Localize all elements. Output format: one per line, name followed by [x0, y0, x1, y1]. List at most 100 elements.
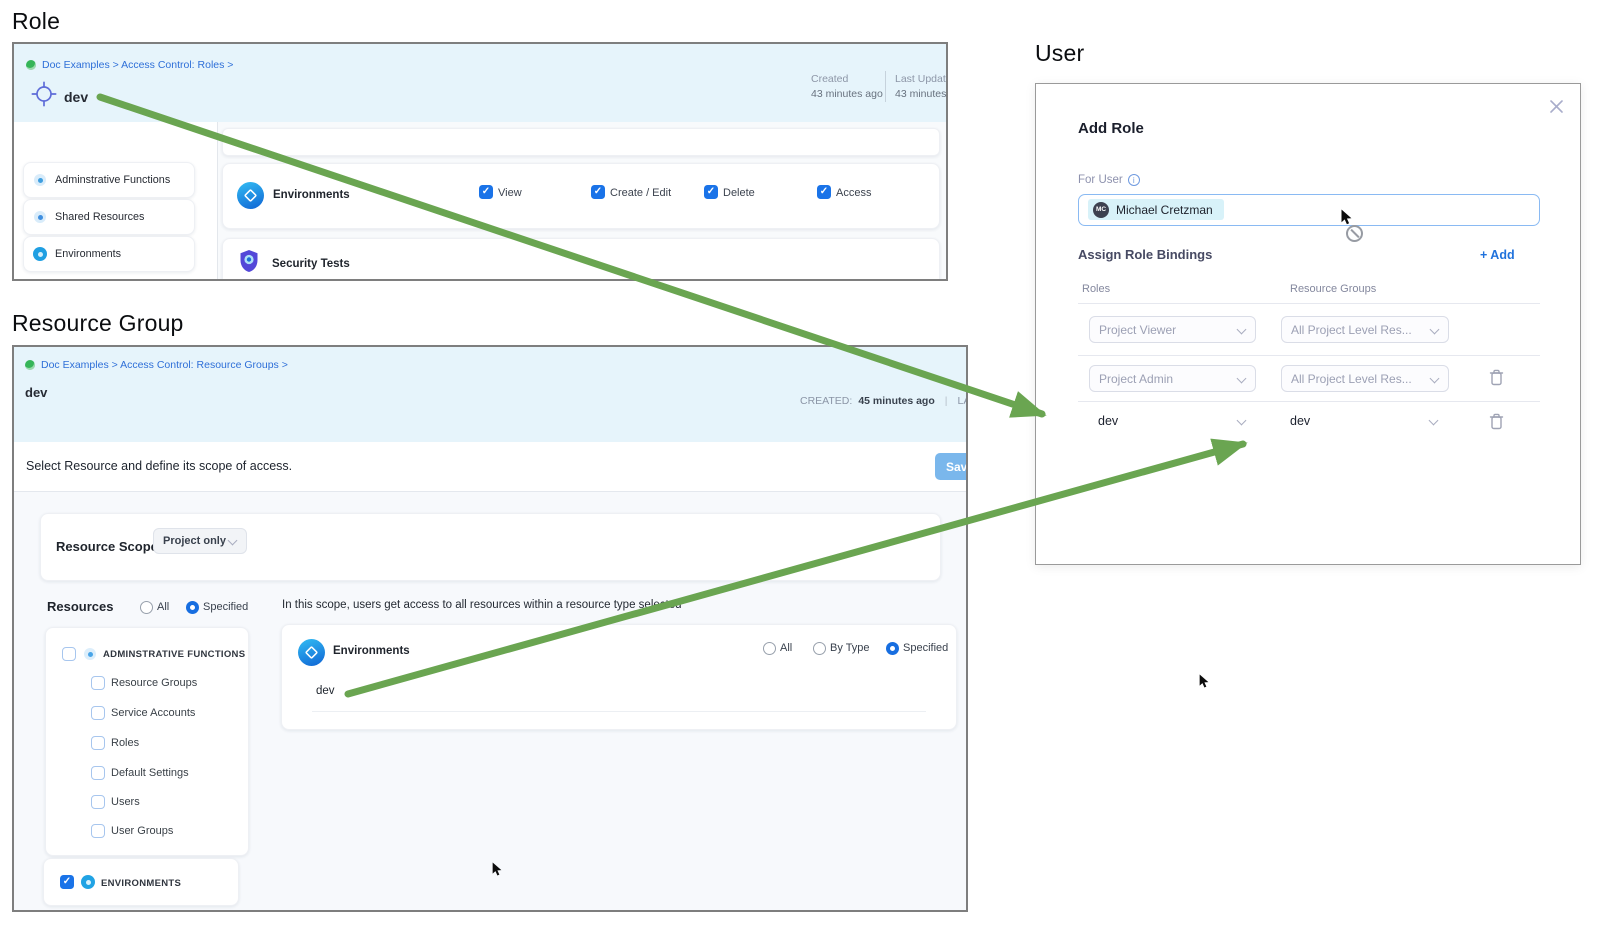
resource-scope-label: Resource Scope	[56, 539, 158, 554]
close-icon[interactable]	[1549, 99, 1564, 119]
dialog-title: Add Role	[1078, 120, 1144, 137]
role-select[interactable]: Project Viewer	[1089, 316, 1256, 343]
environments-permission-row: Environments ✓ View ✓ Create / Edit ✓ De…	[222, 163, 940, 229]
environments-icon	[33, 247, 47, 261]
create-edit-label: Create / Edit	[610, 187, 672, 199]
resource-group-select-value: All Project Level Res...	[1291, 322, 1412, 337]
add-role-dialog: Add Role For User i MC Michael Cretzman …	[1035, 83, 1581, 565]
environments-icon	[81, 875, 95, 889]
resource-group-select[interactable]: All Project Level Res...	[1281, 316, 1449, 343]
chevron-down-icon[interactable]	[1236, 417, 1246, 425]
resource-group-select-value[interactable]: dev	[1290, 414, 1311, 428]
resource-groups-checkbox[interactable]	[91, 676, 105, 690]
section-label-resource-group: Resource Group	[12, 310, 184, 336]
tree-item-label: Roles	[111, 737, 140, 749]
resource-group-panel: Doc Examples > Access Control: Resource …	[12, 345, 968, 912]
for-user-label: For User	[1078, 174, 1123, 186]
tree-item-label: Default Settings	[111, 767, 189, 779]
role-panel: Doc Examples > Access Control: Roles > d…	[12, 42, 948, 281]
for-user-row: For User i	[1078, 174, 1140, 186]
role-panel-header: Doc Examples > Access Control: Roles > d…	[14, 44, 946, 122]
cursor-pointer	[1199, 674, 1210, 694]
breadcrumb[interactable]: Doc Examples > Access Control: Roles >	[26, 59, 233, 71]
avatar: MC	[1093, 201, 1109, 218]
resource-scope-card: Resource Scope Project only	[40, 513, 941, 581]
resources-tree-card: ADMINSTRATIVE FUNCTIONS Resource Groups …	[45, 627, 249, 856]
project-icon	[25, 360, 35, 370]
resource-type-label: Security Tests	[272, 258, 350, 270]
table-divider	[1078, 401, 1540, 402]
breadcrumb-text: Doc Examples > Access Control: Roles >	[42, 59, 234, 71]
table-divider	[1078, 303, 1540, 304]
security-tests-icon	[239, 249, 259, 278]
add-binding-button[interactable]: + Add	[1480, 248, 1515, 262]
rg-panel-header: Doc Examples > Access Control: Resource …	[14, 347, 966, 443]
sidebar-item-label: Shared Resources	[55, 211, 145, 223]
create-edit-checkbox[interactable]: ✓	[591, 185, 605, 199]
role-select-value: Project Admin	[1099, 371, 1174, 386]
role-select[interactable]: Project Admin	[1089, 365, 1256, 392]
created-value: 45 minutes ago	[858, 395, 935, 407]
resources-specified-radio[interactable]	[186, 601, 199, 614]
sidebar-item-label: Adminstrative Functions	[55, 174, 171, 186]
resources-label: Resources	[47, 599, 114, 614]
updated-value: 43 minutes ago	[895, 88, 947, 100]
user-groups-checkbox[interactable]	[91, 824, 105, 838]
scope-specified-radio[interactable]	[886, 642, 899, 655]
access-label: Access	[836, 187, 872, 199]
delete-binding-icon[interactable]	[1489, 369, 1504, 391]
view-checkbox[interactable]: ✓	[479, 185, 493, 199]
default-settings-checkbox[interactable]	[91, 766, 105, 780]
sidebar-item-environments[interactable]: Environments	[23, 236, 195, 272]
rg-title: dev	[25, 385, 48, 400]
scope-all-radio[interactable]	[763, 642, 776, 655]
shared-resources-icon	[34, 211, 46, 223]
chevron-down-icon	[1429, 375, 1439, 383]
section-label-role: Role	[12, 8, 61, 34]
scope-specified-label: Specified	[903, 642, 949, 654]
resource-group-select[interactable]: All Project Level Res...	[1281, 365, 1449, 392]
scope-by-type-radio[interactable]	[813, 642, 826, 655]
created-value: 43 minutes ago	[811, 88, 883, 100]
sidebar-item-administrative-functions[interactable]: Adminstrative Functions	[23, 162, 195, 198]
admin-functions-group-label: ADMINSTRATIVE FUNCTIONS	[103, 649, 246, 660]
delete-label: Delete	[723, 187, 755, 199]
environments-group-label: ENVIRONMENTS	[101, 878, 182, 889]
sidebar-item-shared-resources[interactable]: Shared Resources	[23, 199, 195, 235]
delete-checkbox[interactable]: ✓	[704, 185, 718, 199]
environments-icon	[237, 182, 264, 209]
rg-subtitle-band: Select Resource and define its scope of …	[14, 442, 966, 492]
rg-meta: CREATED: 45 minutes ago | LAST UPD	[800, 395, 966, 407]
role-select-value[interactable]: dev	[1098, 414, 1119, 428]
breadcrumb[interactable]: Doc Examples > Access Control: Resource …	[25, 359, 288, 371]
chevron-down-icon	[1236, 375, 1246, 383]
chevron-down-icon[interactable]	[1428, 417, 1438, 425]
roles-checkbox[interactable]	[91, 736, 105, 750]
chevron-down-icon	[227, 537, 237, 545]
resource-scope-select[interactable]: Project only	[153, 528, 247, 554]
row-divider	[312, 711, 926, 712]
cursor-pointer	[492, 862, 503, 882]
user-select-input[interactable]: MC Michael Cretzman	[1078, 194, 1540, 226]
tree-item-label: Users	[111, 796, 140, 808]
environments-icon	[298, 639, 325, 666]
partial-permission-row	[222, 128, 940, 156]
save-button[interactable]: Sav	[935, 453, 966, 480]
resources-all-radio[interactable]	[140, 601, 153, 614]
specified-resource-item: dev	[316, 685, 335, 697]
environments-checkbox[interactable]: ✓	[60, 875, 74, 889]
admin-functions-icon	[84, 648, 96, 660]
project-icon	[26, 60, 36, 70]
service-accounts-checkbox[interactable]	[91, 706, 105, 720]
security-tests-permission-row: Security Tests	[222, 238, 940, 279]
not-allowed-icon	[1346, 225, 1363, 242]
admin-functions-checkbox[interactable]	[62, 647, 76, 661]
role-select-value: Project Viewer	[1099, 322, 1177, 337]
resource-groups-column-header: Resource Groups	[1290, 283, 1377, 295]
users-checkbox[interactable]	[91, 795, 105, 809]
tree-item-label: Service Accounts	[111, 707, 196, 719]
chevron-down-icon	[1429, 326, 1439, 334]
delete-binding-icon[interactable]	[1489, 413, 1504, 435]
access-checkbox[interactable]: ✓	[817, 185, 831, 199]
view-label: View	[498, 187, 522, 199]
